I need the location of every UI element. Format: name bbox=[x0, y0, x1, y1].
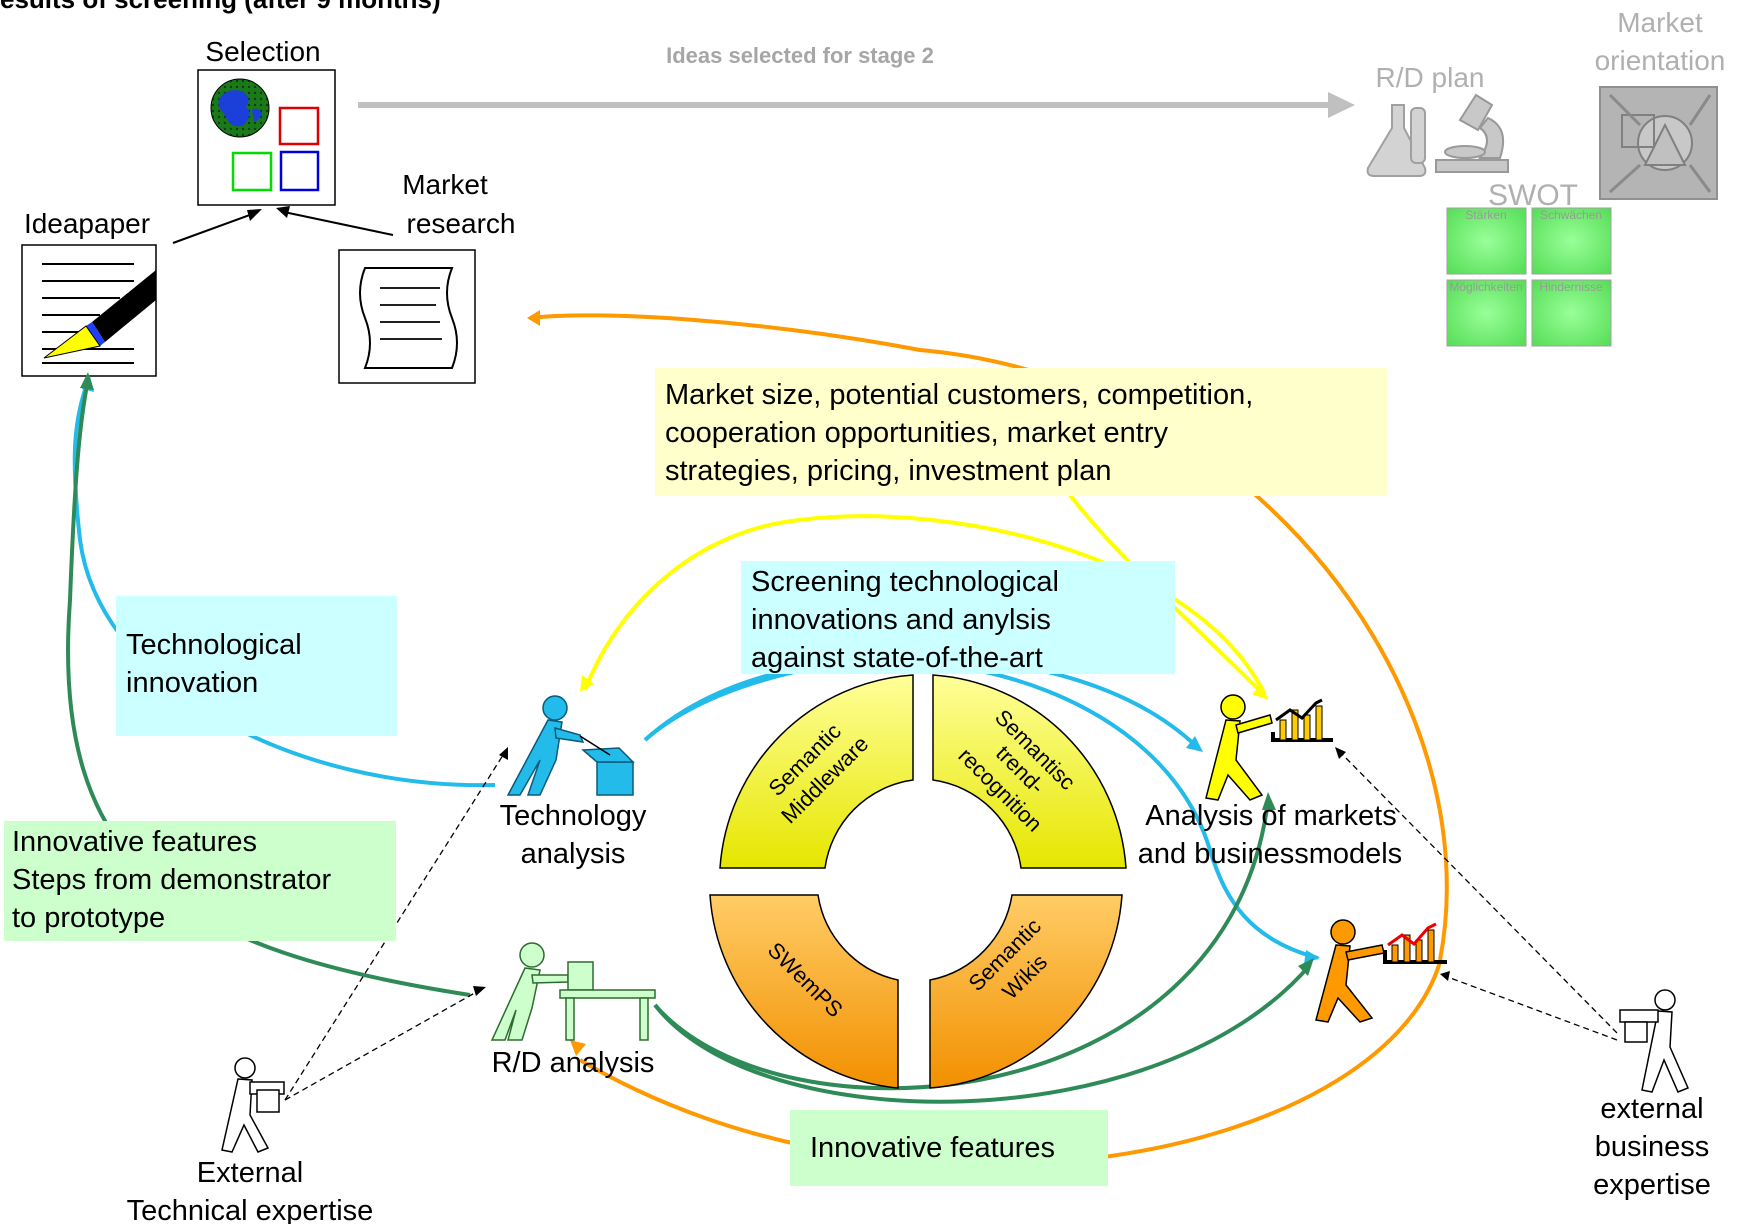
screening-line-2: innovations and anylsis bbox=[751, 604, 1051, 636]
ideapaper-label: Ideapaper bbox=[24, 208, 150, 239]
screening-box: Screening technological innovations and … bbox=[741, 561, 1175, 674]
technology-analysis-label-1: Technology bbox=[500, 800, 647, 832]
external-business-figure bbox=[1619, 989, 1689, 1093]
microscope-icon bbox=[1435, 93, 1509, 173]
chart-icon-orange bbox=[1383, 922, 1447, 964]
swot-strengths: Stärken bbox=[1465, 208, 1506, 222]
title: esults of screening (after 9 months) bbox=[0, 0, 441, 14]
swot-grid: Stärken Schwächen Möglichkeiten Hinderni… bbox=[1446, 207, 1612, 347]
ideas-selected-arrowhead bbox=[1328, 92, 1355, 118]
market-info-box: Market size, potential customers, compet… bbox=[655, 368, 1387, 496]
screening-line-1: Screening technological bbox=[751, 566, 1059, 598]
external-technical-label-2: Technical expertise bbox=[127, 1195, 374, 1224]
external-technical-label-1: External bbox=[197, 1157, 303, 1189]
ideapaper-icon bbox=[21, 244, 157, 377]
innovative-features-left-box: Innovative features Steps from demonstra… bbox=[4, 821, 396, 941]
yellow-arrow-to-tech bbox=[583, 514, 1267, 696]
tech-innovation-line-2: innovation bbox=[126, 667, 259, 699]
external-business-label-3: expertise bbox=[1593, 1169, 1711, 1201]
markets-analysis-figure-orange bbox=[1315, 919, 1385, 1023]
selection-icon bbox=[197, 69, 336, 206]
markets-analysis-label-2: and businessmodels bbox=[1138, 838, 1402, 870]
green-arrow-to-markets-orange bbox=[653, 963, 1312, 1104]
innovative-features-bottom-box: Innovative features bbox=[790, 1110, 1108, 1186]
market-orientation-label-1: Market bbox=[1617, 7, 1703, 38]
innovative-features-left-line-1: Innovative features bbox=[12, 826, 258, 858]
market-orientation-icon bbox=[1599, 86, 1718, 200]
tech-innovation-box: Technological innovation bbox=[116, 596, 397, 736]
center-circle bbox=[709, 674, 1127, 1089]
chart-icon-yellow bbox=[1271, 698, 1333, 742]
markets-analysis-figure-yellow bbox=[1205, 694, 1273, 801]
market-info-line-3: strategies, pricing, investment plan bbox=[665, 455, 1112, 487]
lab-flask-icon bbox=[1366, 104, 1427, 177]
tech-innovation-line-1: Technological bbox=[126, 629, 302, 661]
rd-analysis-figure bbox=[490, 942, 656, 1041]
market-info-line-1: Market size, potential customers, compet… bbox=[665, 379, 1254, 411]
ideas-selected-label: Ideas selected for stage 2 bbox=[666, 43, 934, 68]
market-research-icon bbox=[338, 249, 476, 384]
swot-title: SWOT bbox=[1488, 179, 1578, 212]
market-orientation-label-2: orientation bbox=[1595, 45, 1726, 76]
market-research-label-2: research bbox=[407, 208, 516, 239]
external-business-label-1: external bbox=[1600, 1093, 1703, 1125]
rd-plan-label: R/D plan bbox=[1376, 62, 1485, 93]
ideapaper-to-selection-arrow bbox=[172, 211, 259, 244]
green-arrow-to-markets-yellow bbox=[653, 799, 1270, 1091]
swot-weaknesses: Schwächen bbox=[1540, 208, 1602, 222]
swot-opportunities: Möglichkeiten bbox=[1449, 280, 1522, 294]
innovative-features-bottom-label: Innovative features bbox=[810, 1132, 1056, 1164]
innovative-features-left-line-2: Steps from demonstrator bbox=[12, 864, 332, 896]
market-info-line-2: cooperation opportunities, market entry bbox=[665, 417, 1168, 449]
markets-analysis-label-1: Analysis of markets bbox=[1145, 800, 1396, 832]
external-technical-figure bbox=[221, 1057, 285, 1153]
research-to-selection-arrow bbox=[283, 211, 394, 236]
innovative-features-left-line-3: to prototype bbox=[12, 902, 166, 934]
rd-analysis-label: R/D analysis bbox=[492, 1047, 655, 1079]
green-arrow-to-ideapaper bbox=[66, 379, 471, 997]
market-research-label-1: Market bbox=[402, 169, 488, 200]
blue-arrow-to-ideapaper bbox=[72, 379, 496, 788]
swot-threats: Hindernisse bbox=[1539, 280, 1603, 294]
external-business-label-2: business bbox=[1595, 1131, 1709, 1163]
technology-analysis-figure bbox=[506, 695, 635, 796]
selection-label: Selection bbox=[205, 36, 320, 67]
technology-analysis-label-2: analysis bbox=[521, 838, 626, 870]
screening-line-3: against state-of-the-art bbox=[751, 642, 1043, 674]
